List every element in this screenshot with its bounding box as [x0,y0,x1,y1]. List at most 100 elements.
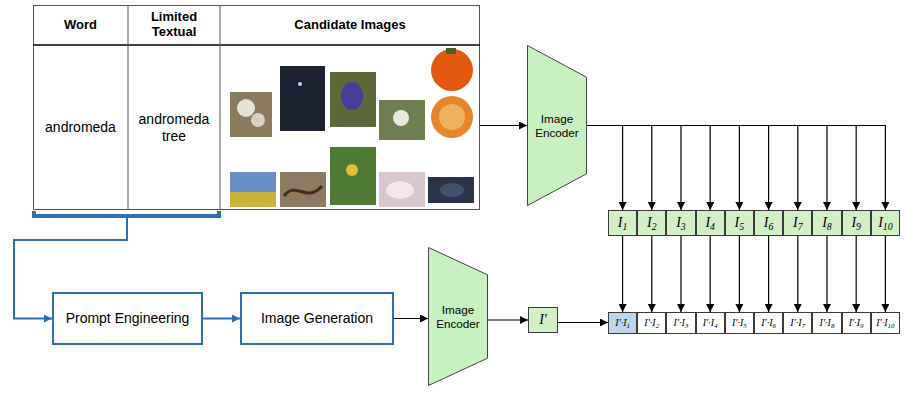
embedding-label: I′ [539,312,547,328]
photo-flower [237,99,255,117]
embedding-box: I10 [871,210,900,236]
process-box: Prompt Engineering [52,292,203,345]
text-part: I′·I [703,317,714,328]
embedding-label: I′·I4 [703,317,718,329]
embedding-label: I8 [822,215,832,231]
candidate-photos [230,48,474,207]
embedding-label: I5 [735,215,745,231]
embedding-box: I1 [608,210,637,236]
text-part: I [878,215,883,230]
table-cell-text: andromeda [33,45,128,210]
text-part: I [735,215,740,230]
text-part: Image Generation [261,310,373,326]
similarity-cell: I′·I3 [666,312,695,334]
embedding-box: I3 [666,210,695,236]
text-part: 8 [827,221,832,232]
embedding-label: I′·I1 [615,317,630,329]
photo-leaf [393,110,409,126]
embedding-label: I10 [878,215,892,231]
photo-bloom [346,164,358,176]
similarity-cell: I′·I10 [871,312,900,334]
text-part: Prompt Engineering [66,310,190,326]
connector [203,318,240,320]
word-table: WordLimited Textual Candidate Images andro… [33,5,480,210]
embedding-label: I1 [618,215,628,231]
encoder-label: Image Encoder [428,303,488,330]
text-part: I′·I [615,317,626,328]
text-part: I [676,215,681,230]
connector [885,236,886,312]
text-part: 5 [739,221,744,232]
similarity-cell: I′·I7 [783,312,812,334]
connector [739,236,740,312]
text-part: I′·I [761,317,772,328]
embedding-box: I9 [842,210,871,236]
similarity-cell: I′·I8 [812,312,841,334]
photo-night-sky [280,66,325,131]
embedding-label: I9 [851,215,861,231]
connector [622,236,623,312]
image-encoder: Image Encoder [527,45,587,206]
text-part: andromeda tree [132,111,216,143]
connector [856,236,857,312]
text-part: Limited Textual [132,10,216,40]
similarity-cell: I′·I1 [608,312,637,334]
connector [587,126,856,211]
text-part: 9 [856,221,861,232]
connector [480,125,527,126]
text-part: 2 [656,322,660,330]
text-part: I′·I [644,317,655,328]
connector [587,126,710,211]
embedding-box: I6 [754,210,783,236]
connector [587,126,798,211]
photo-persimmon-flesh [439,104,465,130]
embedding-label: I′·I6 [761,317,776,329]
text-part: 3 [685,322,689,330]
embedding-box: I8 [812,210,841,236]
embedding-label: I′·I8 [820,317,835,329]
table-cell-text: Word [33,5,128,45]
photo-grass [330,147,376,205]
connector [651,236,652,312]
text-part: I′ [539,312,547,327]
similarity-cell: I′·I4 [696,312,725,334]
table-cell-text: Candidate Images [220,5,480,45]
photo-star [298,82,302,86]
text-part: I [705,215,710,230]
photo-dark [428,177,474,203]
text-part: Candidate Images [294,18,405,33]
embedding-label: I′·I3 [674,317,689,329]
embedding-label: I4 [705,215,715,231]
connector [558,322,608,323]
text-part: 2 [652,221,657,232]
text-part: I′·I [790,317,801,328]
table-rule [33,44,480,46]
table-rule [220,5,221,210]
connector [587,126,769,211]
text-part: I′·I [820,317,831,328]
embedding-label: I′·I5 [732,317,747,329]
connector [587,126,681,211]
photo-dark-shape [440,183,464,197]
photo-persimmon-cut [431,96,473,138]
text-part: andromeda [45,119,116,135]
embedding-box: I′ [528,307,558,333]
process-box: Image Generation [240,292,394,345]
text-part: I [793,215,798,230]
process-label: Prompt Engineering [60,310,196,326]
table-grid [33,5,480,210]
photo-petal [341,82,363,110]
text-part: 5 [743,322,747,330]
encoder-outline [528,46,587,206]
text-part: 6 [768,221,773,232]
similarity-cell: I′·I6 [754,312,783,334]
table-rule [128,5,129,210]
embedding-box: I5 [725,210,754,236]
text-part: 7 [798,221,803,232]
text-part: I′·I [849,317,860,328]
process-label: Image Generation [255,310,379,326]
embedding-box: I2 [637,210,666,236]
connector [394,318,428,319]
photo-persimmon [431,49,473,91]
